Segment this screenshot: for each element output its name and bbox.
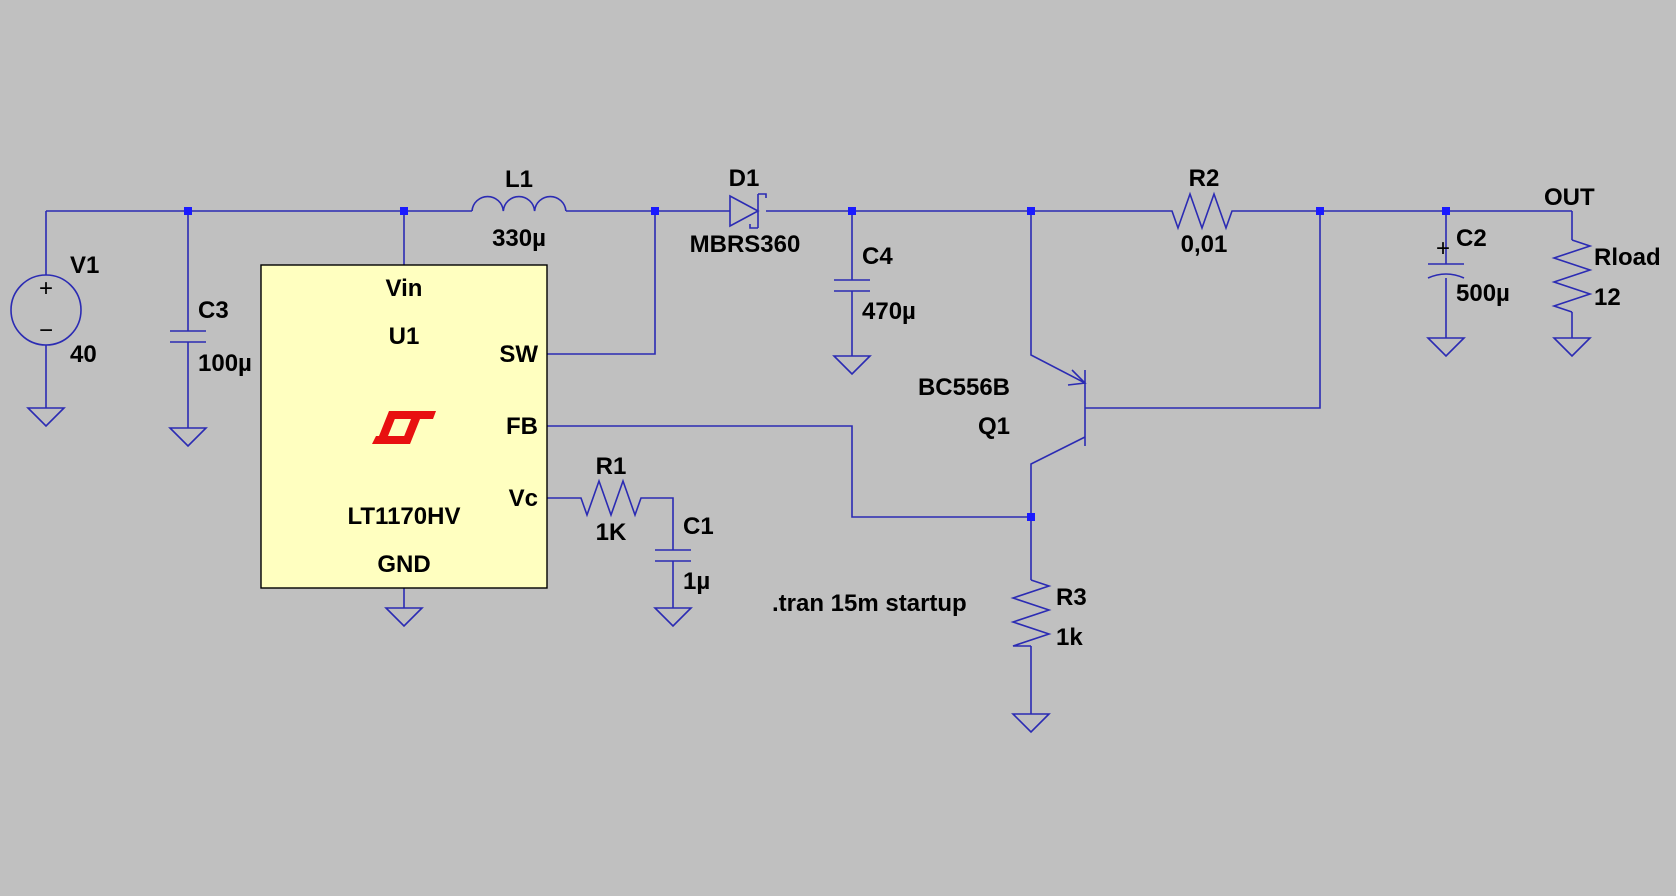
schottky-diode-icon: [729, 193, 767, 229]
capacitor-c1[interactable]: C1 1µ: [655, 513, 714, 595]
ground-icon[interactable]: [168, 427, 208, 448]
capacitor-c4[interactable]: C4 470µ: [834, 243, 916, 325]
rload-value: 12: [1594, 284, 1621, 311]
c2-value: 500µ: [1456, 280, 1510, 307]
rload-name: Rload: [1594, 244, 1661, 271]
net-label-out[interactable]: OUT: [1544, 184, 1595, 211]
resistor-r1[interactable]: R1 1K: [575, 453, 643, 546]
transistor-q1[interactable]: BC556B Q1: [918, 369, 1087, 446]
linear-technology-logo-icon: [372, 411, 436, 444]
l1-value: 330µ: [492, 225, 546, 252]
ic-pin-gnd: GND: [377, 551, 430, 578]
junction-dot: [1027, 207, 1035, 215]
ic-body: [260, 264, 548, 589]
ic-pin-fb: FB: [506, 413, 538, 440]
v1-name: V1: [70, 252, 99, 279]
grounds: [26, 337, 1592, 734]
diode-d1[interactable]: D1 MBRS360: [690, 165, 801, 258]
resistor-icon: [575, 478, 643, 518]
wire-q1-collector[interactable]: [1030, 436, 1086, 580]
r2-value: 0,01: [1181, 231, 1228, 258]
polarized-capacitor-icon: [1427, 263, 1465, 279]
junctions: [184, 207, 1450, 521]
wire-q1-emitter[interactable]: [1030, 211, 1086, 384]
wire-fb[interactable]: [547, 425, 1031, 518]
pnp-transistor-icon: [1067, 369, 1087, 446]
v1-minus-sign: −: [39, 317, 53, 344]
junction-dot: [1027, 513, 1035, 521]
v1-plus-sign: +: [39, 275, 53, 302]
resistor-icon: [1166, 191, 1236, 231]
resistor-rload[interactable]: Rload 12: [1551, 239, 1661, 313]
r1-value: 1K: [596, 519, 627, 546]
d1-value: MBRS360: [690, 231, 801, 258]
junction-dot: [651, 207, 659, 215]
ic-part-number: LT1170HV: [348, 503, 461, 530]
wire-vc[interactable]: [547, 497, 674, 608]
ic-pin-sw: SW: [499, 341, 538, 368]
capacitor-c2[interactable]: + C2 500µ: [1427, 225, 1510, 307]
resistor-r2[interactable]: R2 0,01: [1166, 165, 1236, 258]
ground-icon[interactable]: [832, 355, 872, 376]
c2-plus-sign: +: [1436, 235, 1450, 262]
junction-dot: [1442, 207, 1450, 215]
l1-name: L1: [505, 166, 533, 193]
resistor-icon: [1010, 579, 1052, 647]
junction-dot: [1316, 207, 1324, 215]
ic-pin-vc: Vc: [509, 485, 538, 512]
ground-icon[interactable]: [1552, 337, 1592, 358]
capacitor-c3[interactable]: C3 100µ: [170, 297, 252, 377]
voltage-source-icon: [10, 274, 82, 346]
ic-ref: U1: [389, 323, 420, 350]
spice-directive[interactable]: .tran 15m startup: [772, 590, 967, 617]
c1-value: 1µ: [683, 568, 710, 595]
inductor-icon: [471, 195, 567, 212]
resistor-icon: [1551, 239, 1593, 313]
r2-name: R2: [1189, 165, 1220, 192]
d1-name: D1: [729, 165, 760, 192]
capacitor-icon: [834, 279, 870, 292]
resistor-r3[interactable]: R3 1k: [1010, 579, 1087, 651]
wire-sw[interactable]: [547, 211, 656, 355]
voltage-source-v1[interactable]: + − V1 40: [10, 252, 99, 368]
r3-value: 1k: [1056, 624, 1083, 651]
c4-name: C4: [862, 243, 893, 270]
inductor-l1[interactable]: L1 330µ: [471, 166, 567, 252]
c3-name: C3: [198, 297, 229, 324]
c1-name: C1: [683, 513, 714, 540]
q1-name: Q1: [978, 413, 1010, 440]
c2-name: C2: [1456, 225, 1487, 252]
capacitor-icon: [170, 330, 206, 343]
v1-value: 40: [70, 341, 97, 368]
junction-dot: [400, 207, 408, 215]
ground-icon[interactable]: [1011, 713, 1051, 734]
ground-icon[interactable]: [653, 607, 693, 628]
junction-dot: [848, 207, 856, 215]
ic-u1[interactable]: Vin U1 SW FB Vc LT1170HV GND: [260, 264, 548, 589]
c3-value: 100µ: [198, 350, 252, 377]
r3-name: R3: [1056, 584, 1087, 611]
q1-model: BC556B: [918, 374, 1010, 401]
junction-dot: [184, 207, 192, 215]
capacitor-icon: [655, 549, 691, 562]
ground-icon[interactable]: [1426, 337, 1466, 358]
wires: [45, 210, 1573, 714]
c4-value: 470µ: [862, 298, 916, 325]
ic-pin-vin: Vin: [386, 275, 423, 302]
r1-name: R1: [596, 453, 627, 480]
ground-icon[interactable]: [384, 607, 424, 628]
wire-q1-base[interactable]: [1085, 211, 1321, 409]
ground-icon[interactable]: [26, 407, 66, 428]
